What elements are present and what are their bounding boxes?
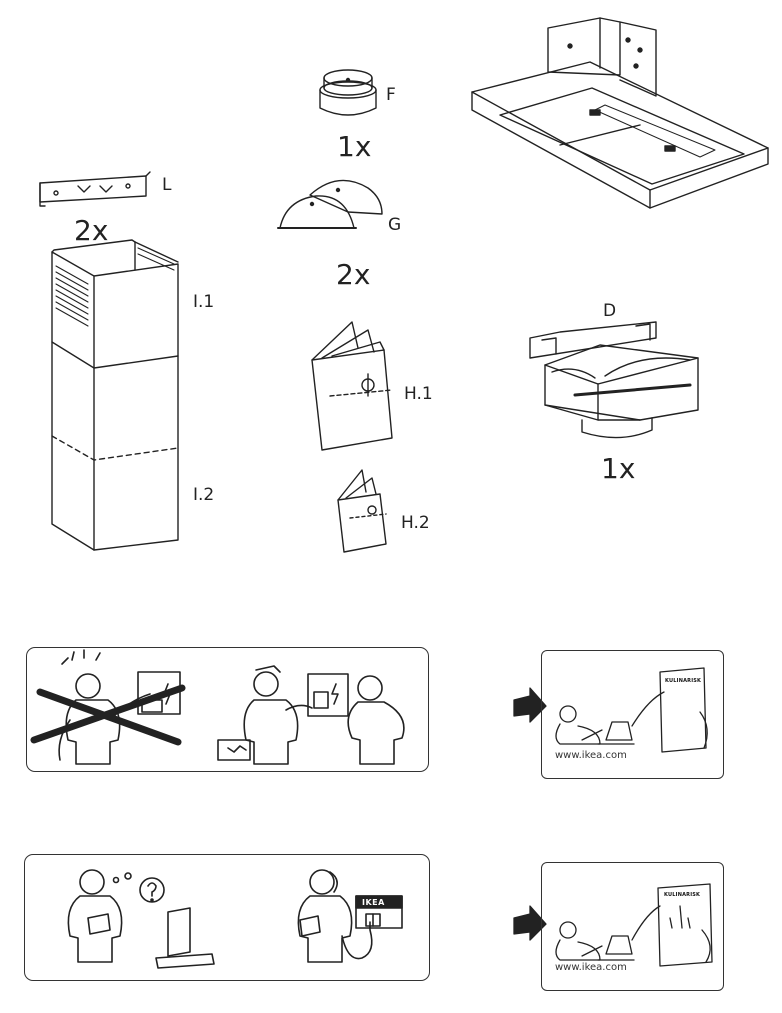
label-part-g: G [388, 215, 402, 235]
safety-panel [26, 647, 429, 772]
part-d-filter [529, 321, 699, 439]
label-part-d: D [603, 301, 617, 321]
part-i-chimney [51, 239, 179, 551]
part-g-covers [277, 179, 383, 229]
part-f-collar [319, 69, 377, 116]
label-part-h2: H.2 [401, 513, 430, 533]
info-card-1-drawing [513, 667, 708, 753]
part-h2-manual [337, 469, 387, 553]
info-card-2-drawing [513, 883, 713, 967]
label-part-h1: H.1 [404, 384, 433, 404]
ikea-logo-text: IKEA [362, 898, 385, 907]
label-part-l: L [162, 175, 172, 195]
qty-part-d: 1x [601, 452, 636, 485]
help-figures [67, 869, 403, 969]
label-part-f: F [386, 85, 396, 105]
part-h1-manual [311, 321, 393, 451]
help-panel [24, 854, 430, 981]
website-url-2: www.ikea.com [555, 962, 627, 973]
book-title-1: KULINARISK [665, 678, 702, 684]
book-title-2: KULINARISK [664, 892, 701, 898]
label-part-i1: I.1 [193, 292, 215, 312]
info-card-1 [541, 650, 724, 779]
website-url-1: www.ikea.com [555, 750, 627, 761]
info-card-2 [541, 862, 724, 991]
part-l-bracket [39, 171, 151, 207]
cooker-hood-drawing [471, 17, 769, 209]
safety-figures [30, 649, 405, 765]
label-part-i2: I.2 [193, 485, 215, 505]
qty-part-g: 2x [336, 258, 371, 291]
qty-part-f: 1x [337, 130, 372, 163]
qty-part-l: 2x [74, 214, 109, 247]
